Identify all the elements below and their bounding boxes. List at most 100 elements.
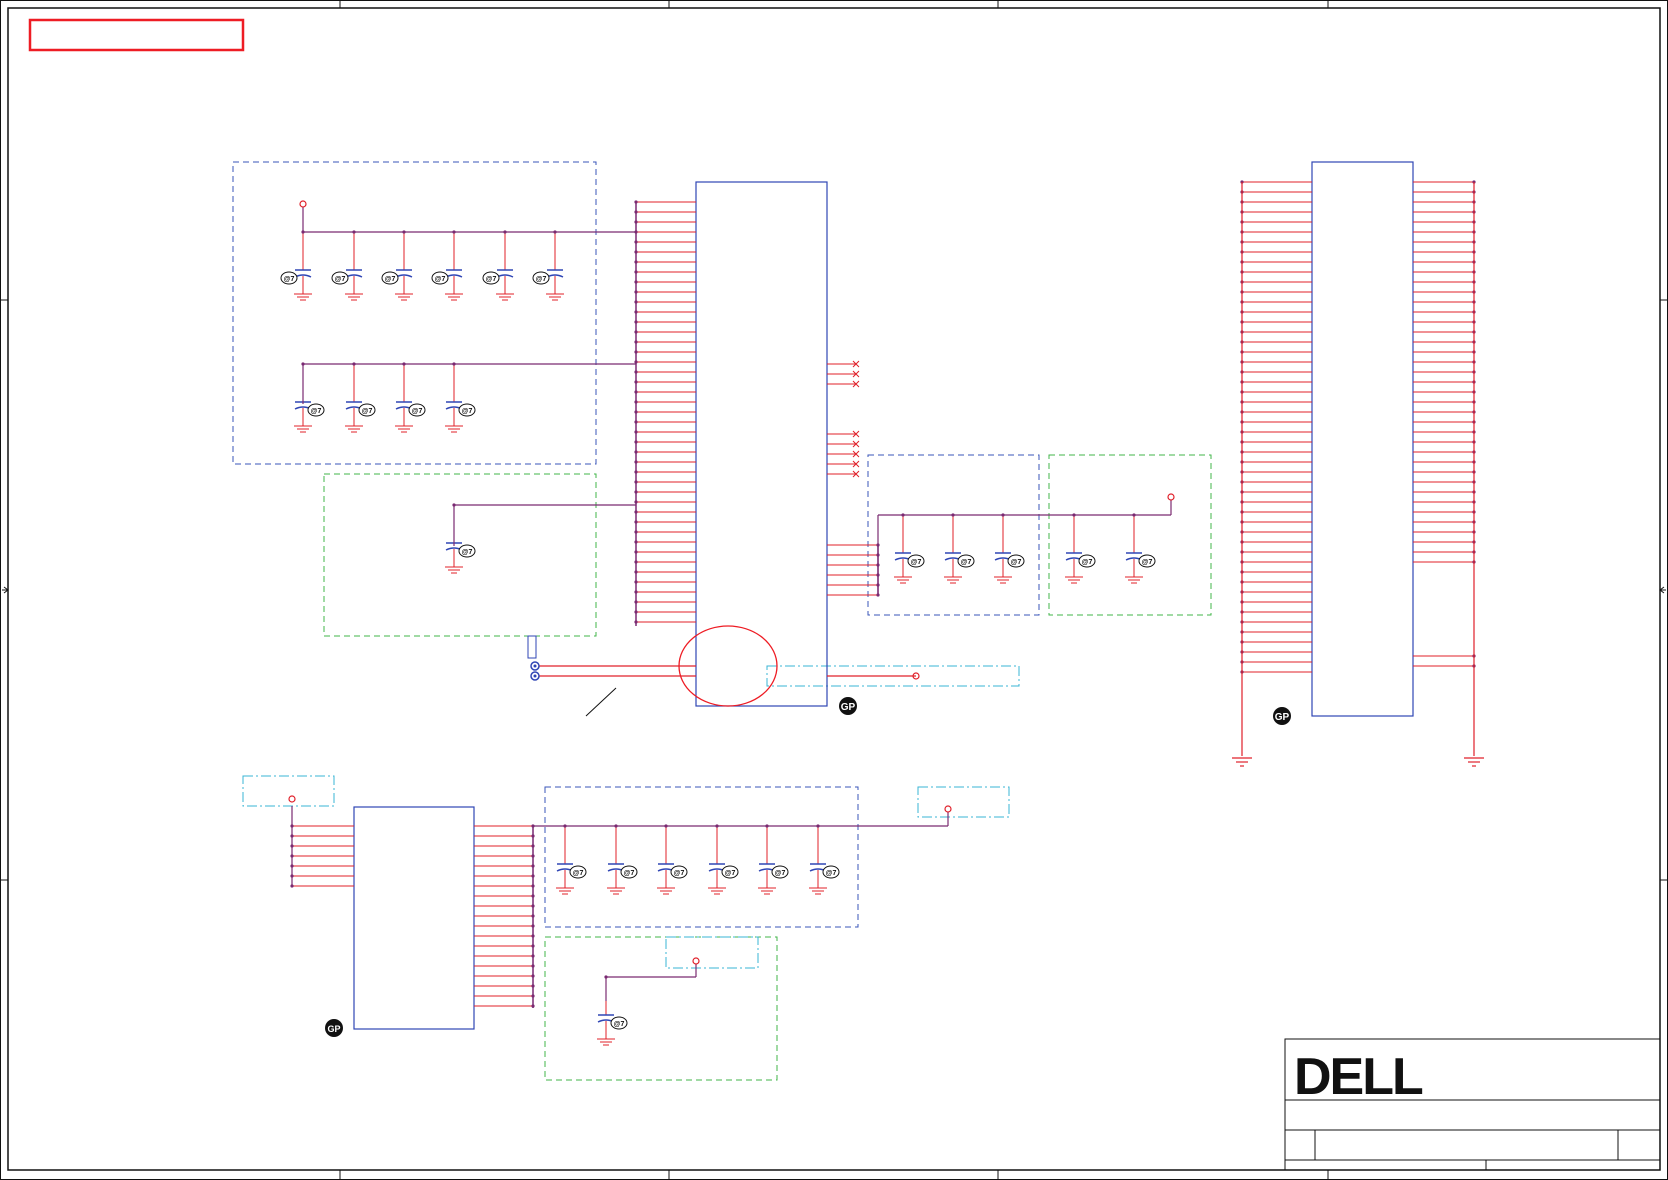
cap-badge: @7 <box>822 865 840 879</box>
nc-x-mark <box>852 460 860 468</box>
capacitor: @7 <box>809 824 840 895</box>
svg-text:GP: GP <box>841 702 856 713</box>
section-boxes <box>232 161 1212 1081</box>
capacitor: @7 <box>482 230 514 301</box>
capacitor: @7 <box>331 230 363 301</box>
capacitor: @7 <box>532 230 564 301</box>
svg-text:@7: @7 <box>624 870 635 877</box>
cap-badge: @7 <box>957 554 975 568</box>
cap-badge: @7 <box>771 865 789 879</box>
capacitor: @7 <box>1065 513 1096 584</box>
connector-grounds <box>1232 182 1484 767</box>
gp-badge-u1: GP <box>839 697 857 715</box>
svg-text:@7: @7 <box>725 870 736 877</box>
callout-leader <box>585 687 617 717</box>
nc-x-mark <box>852 370 860 378</box>
capacitor: @7 <box>556 824 587 895</box>
cap-badge: @7 <box>907 554 925 568</box>
cap-badge: @7 <box>431 271 449 285</box>
svg-text:@7: @7 <box>775 870 786 877</box>
capacitor: @7 <box>657 824 688 895</box>
annotation-boxes <box>242 665 1020 969</box>
capacitor: @7 <box>395 362 426 433</box>
gp-badge-u2: GP <box>325 1019 343 1037</box>
cap-badge: @7 <box>721 865 739 879</box>
svg-text:@7: @7 <box>311 408 322 415</box>
capacitor: @7 <box>944 513 975 584</box>
power-rails <box>291 206 1172 1001</box>
capacitor: @7 <box>345 362 376 433</box>
svg-text:@7: @7 <box>486 276 497 283</box>
cap-badge: @7 <box>1007 554 1025 568</box>
cap-badge: @7 <box>1138 554 1156 568</box>
capacitor: @7 <box>294 362 325 433</box>
connector-body <box>1311 161 1414 717</box>
cap-badge: @7 <box>358 403 376 417</box>
svg-text:@7: @7 <box>573 870 584 877</box>
capacitor: @7 <box>607 824 638 895</box>
svg-text:@7: @7 <box>385 276 396 283</box>
dell-logo: DELL <box>1294 1048 1423 1106</box>
svg-text:@7: @7 <box>284 276 295 283</box>
capacitor: @7 <box>280 230 312 301</box>
capacitor: @7 <box>445 362 476 433</box>
cap-badge: @7 <box>408 403 426 417</box>
capacitor: @7 <box>381 230 413 301</box>
cap-badge: @7 <box>458 544 476 558</box>
cap-badge: @7 <box>482 271 500 285</box>
cap-badge: @7 <box>381 271 399 285</box>
svg-text:@7: @7 <box>674 870 685 877</box>
test-points <box>527 635 916 681</box>
highlight-box <box>28 18 245 52</box>
cap-badge: @7 <box>670 865 688 879</box>
svg-text:@7: @7 <box>1011 559 1022 566</box>
cap-badge: @7 <box>307 403 325 417</box>
nc-x-mark <box>852 430 860 438</box>
gp-badge-connector: GP <box>1273 707 1291 725</box>
highlight-ellipse <box>678 625 778 707</box>
cap-badge: @7 <box>331 271 349 285</box>
cap-badge: @7 <box>1078 554 1096 568</box>
nc-x-mark <box>852 380 860 388</box>
cap-badge: @7 <box>280 271 298 285</box>
svg-text:@7: @7 <box>826 870 837 877</box>
cap-badge: @7 <box>610 1016 628 1030</box>
connector-pins <box>1240 180 1476 674</box>
title-block <box>1284 1038 1661 1171</box>
svg-text:@7: @7 <box>1082 559 1093 566</box>
ic-u2-pins <box>290 824 535 1008</box>
svg-text:@7: @7 <box>462 408 473 415</box>
capacitor: @7 <box>597 975 628 1046</box>
svg-text:@7: @7 <box>536 276 547 283</box>
cap-badge: @7 <box>620 865 638 879</box>
svg-text:@7: @7 <box>412 408 423 415</box>
svg-text:@7: @7 <box>335 276 346 283</box>
ic-u1-pins <box>634 200 880 624</box>
capacitor: @7 <box>994 513 1025 584</box>
svg-text:GP: GP <box>327 1024 340 1034</box>
svg-text:@7: @7 <box>1142 559 1153 566</box>
rail-terminals <box>288 200 1175 965</box>
nc-x-mark <box>852 470 860 478</box>
capacitor: @7 <box>445 503 476 574</box>
decoupling-capacitors: @7 @7 @7 @7 @7 @7 @7 @7 @7 @7 @7 @7 @7 @7 @7 @7 @7 @7 @7 @7… <box>280 230 1156 1046</box>
cap-badge: @7 <box>569 865 587 879</box>
svg-text:@7: @7 <box>435 276 446 283</box>
capacitor: @7 <box>708 824 739 895</box>
svg-text:@7: @7 <box>362 408 373 415</box>
capacitor: @7 <box>1125 513 1156 584</box>
nc-x-mark <box>852 450 860 458</box>
nc-x-mark <box>852 360 860 368</box>
cap-badge: @7 <box>458 403 476 417</box>
svg-text:GP: GP <box>1275 712 1290 723</box>
svg-text:@7: @7 <box>614 1021 625 1028</box>
capacitor: @7 <box>758 824 789 895</box>
capacitor: @7 <box>894 513 925 584</box>
svg-text:@7: @7 <box>961 559 972 566</box>
ic-u2-body <box>353 806 475 1030</box>
svg-text:@7: @7 <box>911 559 922 566</box>
capacitor: @7 <box>431 230 463 301</box>
svg-text:@7: @7 <box>462 549 473 556</box>
